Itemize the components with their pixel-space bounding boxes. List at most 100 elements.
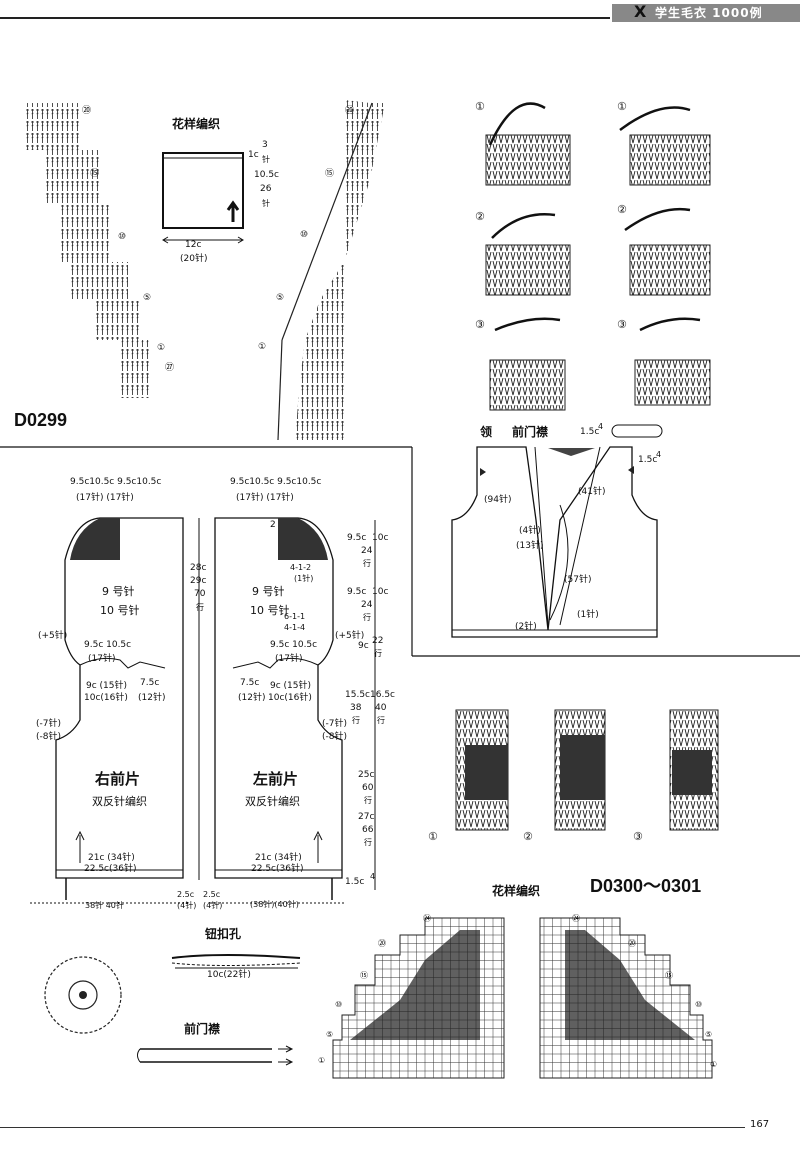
header-x-mark: X bbox=[634, 2, 647, 21]
row-unit: 行 bbox=[363, 559, 371, 568]
bottom-stitches: (38针)(40针) bbox=[250, 900, 299, 909]
placket-title: 前门襟 bbox=[184, 1022, 221, 1036]
stitch-name: 双反针编织 bbox=[92, 795, 147, 808]
decrease-7: (-7针) bbox=[322, 719, 347, 729]
page-number: 167 bbox=[750, 1119, 770, 1130]
right-dim: 9c bbox=[358, 641, 369, 651]
row-mark: ⑮ bbox=[90, 169, 100, 179]
row-mark: ⑩ bbox=[695, 1000, 703, 1009]
swatch-height: 10.5c bbox=[254, 170, 279, 180]
right-rows: 40 bbox=[375, 703, 387, 713]
row-unit: 行 bbox=[364, 838, 372, 847]
width-10c: 10c(16针) bbox=[268, 693, 312, 703]
step-number: ① bbox=[617, 100, 627, 113]
book-title: 学生毛衣 1000例 bbox=[655, 6, 763, 20]
right-front-title: 右前片 bbox=[95, 770, 141, 788]
right-rows: 24 bbox=[361, 546, 373, 556]
row-mark: ① bbox=[710, 1060, 718, 1069]
row-mark: ㉔ bbox=[572, 914, 580, 923]
row-mark: ① bbox=[258, 342, 267, 352]
pattern-code-d0299: D0299 bbox=[14, 410, 68, 430]
stitch-step-illustrations bbox=[485, 102, 711, 411]
right-dim: 9.5c bbox=[347, 587, 367, 597]
step-number: ② bbox=[617, 203, 627, 216]
center-height-2: 29c bbox=[190, 576, 207, 586]
row-unit: 行 bbox=[374, 649, 382, 658]
flower-motif bbox=[44, 956, 122, 1034]
row-mark: ⑤ bbox=[326, 1030, 334, 1039]
hem-21c: 21c (34针) bbox=[255, 853, 302, 863]
header-band bbox=[612, 4, 800, 22]
pattern-title: 花样编织 bbox=[492, 884, 541, 898]
swatch-width: 12c bbox=[185, 240, 202, 250]
stripe-step: ② bbox=[523, 830, 533, 843]
stitch-name: 双反针编织 bbox=[245, 795, 300, 808]
button-4: (4针) bbox=[519, 526, 541, 536]
right-dim-b: 10c bbox=[372, 587, 389, 597]
dec-count: 2 bbox=[270, 520, 276, 530]
width-9c: 9c (15针) bbox=[86, 681, 128, 691]
row-mark: ⑤ bbox=[143, 293, 152, 303]
width-10c: 10c(16针) bbox=[84, 693, 128, 703]
swatch-top-unit: 针 bbox=[262, 155, 270, 164]
right-dim-b: 16.5c bbox=[370, 690, 395, 700]
buttonhole-strip bbox=[171, 954, 301, 969]
dec-rule-1: 4-1-2 bbox=[290, 563, 312, 572]
placket-strip bbox=[137, 1045, 294, 1066]
decrease-8: (-8针) bbox=[36, 732, 61, 742]
row-mark: ① bbox=[157, 343, 166, 353]
swatch-diagram bbox=[162, 152, 244, 244]
row-mark: ⑮ bbox=[360, 971, 368, 980]
center-height: 28c bbox=[190, 563, 207, 573]
row-unit: 行 bbox=[364, 796, 372, 805]
right-dim: 25c bbox=[358, 770, 375, 780]
right-rows: 38 bbox=[350, 703, 362, 713]
right-rows: 4 bbox=[370, 872, 376, 881]
row-mark: ⑳ bbox=[82, 106, 92, 116]
row-mark: ⑳ bbox=[378, 939, 386, 948]
mid-stitches: (17针) bbox=[88, 654, 116, 664]
vest-top-right-dim: 1.5c bbox=[638, 455, 658, 465]
hem-22-5c: 22.5c(36针) bbox=[251, 864, 304, 874]
swatch-top-st: 3 bbox=[262, 140, 268, 150]
row-mark: ⑳ bbox=[628, 939, 636, 948]
increase-5: (+5针) bbox=[38, 631, 68, 641]
front-top-dims: 9.5c10.5c 9.5c10.5c bbox=[230, 477, 322, 487]
crochet-chart-left bbox=[25, 103, 150, 398]
buttonhole-dim: 10c(22针) bbox=[207, 970, 251, 980]
border-2-5c-st: (4针) bbox=[177, 901, 197, 910]
right-dim: 15.5c bbox=[345, 690, 370, 700]
right-rows: 60 bbox=[362, 783, 374, 793]
grid-chart-right bbox=[539, 917, 713, 1079]
width-7-5c: 7.5c bbox=[240, 678, 260, 688]
needle-10: 10 号针 bbox=[250, 604, 290, 617]
mid-dim: 9.5c 10.5c bbox=[270, 640, 318, 650]
needle-9: 9 号针 bbox=[102, 585, 135, 598]
swatch-height-st: 26 bbox=[260, 184, 272, 194]
row-mark: ⑮ bbox=[325, 169, 335, 179]
needle-9: 9 号针 bbox=[252, 585, 285, 598]
button-57: (57针) bbox=[564, 575, 592, 585]
mid-stitches: (17针) bbox=[275, 654, 303, 664]
border-2-5c: 2.5c bbox=[203, 890, 221, 899]
pattern-title: 花样编织 bbox=[172, 117, 221, 131]
button-1: (1针) bbox=[577, 610, 599, 620]
grid-chart-left bbox=[332, 917, 505, 1079]
right-rows: 22 bbox=[372, 636, 384, 646]
width-7-5c: 7.5c bbox=[140, 678, 160, 688]
collar-label: 领 bbox=[480, 425, 493, 439]
front-top-dims: 9.5c10.5c 9.5c10.5c bbox=[70, 477, 162, 487]
increase-5: (+5针) bbox=[335, 631, 365, 641]
page-header: X 学生毛衣 1000例 bbox=[0, 0, 800, 22]
center-rows: 70 bbox=[194, 589, 206, 599]
row-mark: ⑤ bbox=[276, 293, 285, 303]
footer-rule bbox=[0, 1127, 745, 1128]
step-number: ① bbox=[475, 100, 485, 113]
front-top-stitches: (17针) (17针) bbox=[76, 493, 134, 503]
right-dim: 27c bbox=[358, 812, 375, 822]
crochet-chart-right bbox=[277, 100, 385, 441]
row-mark: ㉗ bbox=[165, 363, 175, 373]
right-rows: 66 bbox=[362, 825, 374, 835]
border-2-5c-st: (4针) bbox=[203, 901, 223, 910]
